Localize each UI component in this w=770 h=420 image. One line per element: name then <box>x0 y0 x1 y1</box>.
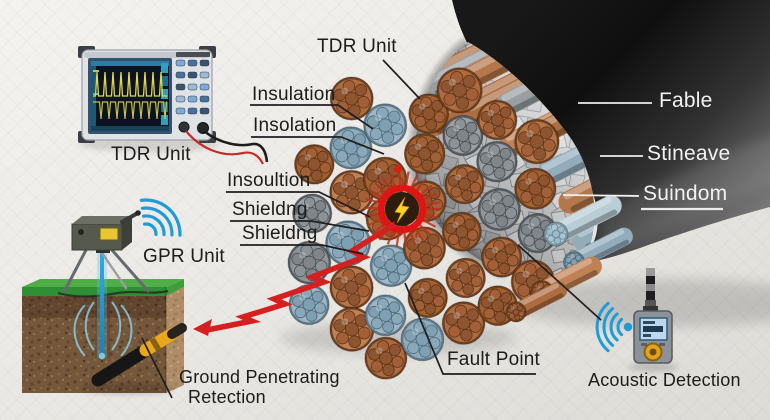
arrowhead <box>193 319 212 336</box>
label-insolation: Insolation <box>253 115 337 136</box>
label-fable: Fable <box>659 89 713 112</box>
lightning-bolt-icon <box>394 196 410 224</box>
label-stineave: Stineave <box>647 142 731 165</box>
label-gpr-unit: GPR Unit <box>143 246 225 267</box>
label-ground-penetrating-line2: Retection <box>188 387 266 408</box>
probe-jack <box>178 121 190 133</box>
tripod <box>62 248 150 294</box>
sound-dot <box>623 322 633 332</box>
label-shieldng-1: Shieldng <box>232 199 308 220</box>
label-shieldng-2: Shieldng <box>242 223 318 244</box>
soil-side <box>166 287 184 393</box>
probe-wire-red <box>185 130 264 165</box>
fault-point-marker <box>363 165 440 247</box>
acoustic-device-illustration <box>595 268 673 364</box>
label-acoustic-detection: Acoustic Detection <box>588 370 741 390</box>
leader-lines-light <box>562 102 723 211</box>
cable-jacket <box>452 0 770 263</box>
oscilloscope-buttons <box>175 59 210 115</box>
red-zigzag-arrow <box>193 221 397 336</box>
label-tdr-device: TDR Unit <box>111 144 191 165</box>
label-tdr-cable: TDR Unit <box>317 36 397 57</box>
gpr-screen <box>99 227 119 241</box>
probe-yellow-band <box>139 327 179 357</box>
leader-lines <box>141 59 602 399</box>
grass-front <box>22 287 166 296</box>
oscilloscope-illustration <box>78 46 269 165</box>
radar-echo-arcs <box>73 301 133 357</box>
label-ground-penetrating-line1: Ground Penetrating <box>179 367 340 387</box>
gpr-device-illustration <box>57 198 182 360</box>
label-suindom: Suindom <box>643 182 728 205</box>
probe-wire-black <box>203 129 269 163</box>
label-fault-point: Fault Point <box>447 349 541 370</box>
ground-probe <box>83 323 187 394</box>
wifi-waves-icon <box>139 198 182 237</box>
gpr-antenna <box>120 212 138 224</box>
label-insulation: Insulation <box>252 84 336 105</box>
waveform-upper <box>93 71 167 97</box>
label-insoultion: Insoultion <box>227 170 311 191</box>
ground-cable <box>57 289 169 298</box>
fault-starburst <box>363 171 440 247</box>
sound-waves-icon <box>595 301 624 353</box>
waveform-lower <box>93 101 168 120</box>
label-ground-penetrating: Ground Penetrating Retection <box>179 367 340 407</box>
